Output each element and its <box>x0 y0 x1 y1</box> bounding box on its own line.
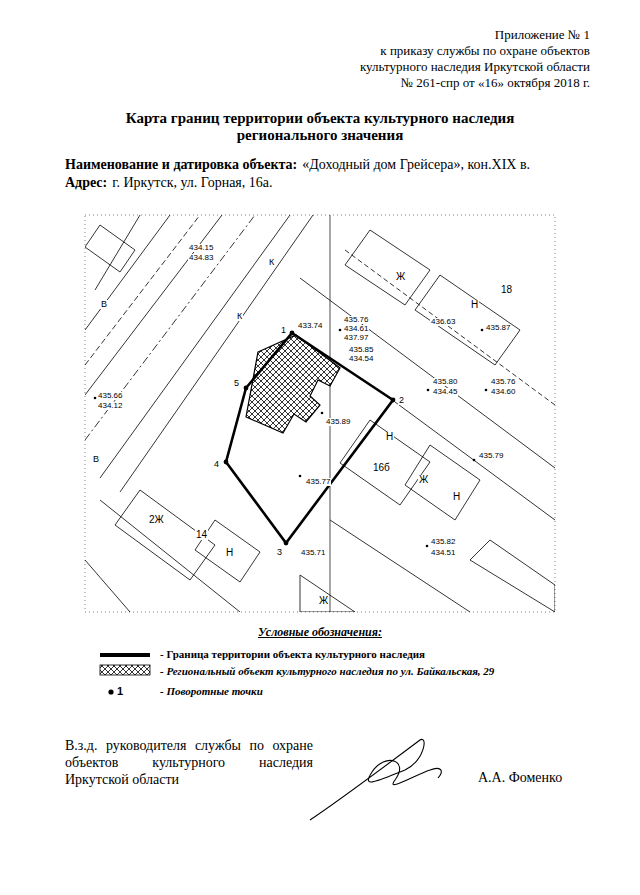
street-line <box>85 215 222 395</box>
map-label: 435.87 <box>485 324 511 332</box>
document-text: к приказу службы по охране объектов <box>380 44 590 59</box>
map-label: 435.76 <box>343 316 369 324</box>
legend-text: - Поворотные точки <box>160 685 263 698</box>
map-label: 435.85 <box>348 346 374 354</box>
map-base <box>85 215 555 612</box>
map-label: К <box>268 258 275 267</box>
map-label: 435.82 <box>430 538 456 546</box>
map-label: 16б <box>372 463 391 473</box>
map-title: Карта границ территории объекта культурн… <box>110 110 530 145</box>
legend-line-sample <box>100 653 150 657</box>
map-label: Ж <box>318 596 329 606</box>
map-label: 14 <box>195 530 208 540</box>
map-label: 18 <box>500 285 513 295</box>
document-text: № 261-спр от «16» октября 2018 г. <box>401 76 590 91</box>
map-label: Ж <box>418 475 429 485</box>
map-label: 434.51 <box>430 549 456 557</box>
document-text: А.А. Фоменко <box>478 770 562 786</box>
document-text: Наименование и датировка объекта: <box>65 157 297 173</box>
street-line <box>85 215 255 440</box>
map-label: 435.71 <box>300 549 326 557</box>
house-outline <box>415 275 520 365</box>
map-label: 4 <box>213 460 220 469</box>
map-label: 2Ж <box>148 515 165 525</box>
signature <box>310 739 441 820</box>
territory-boundary <box>226 333 393 543</box>
map-label: 436.63 <box>430 318 456 326</box>
map-frame <box>85 215 555 612</box>
elevation-dots <box>94 329 488 548</box>
map-label: В <box>100 300 108 309</box>
map-label: Н <box>385 432 394 442</box>
map-label: 5 <box>233 379 240 388</box>
signature-position: В.з.д. руководителя службы по охране объ… <box>65 738 313 788</box>
map-label: 434.45 <box>432 388 458 396</box>
house-outline <box>345 230 430 305</box>
map-label: 434.54 <box>348 355 374 363</box>
map-label: 434.61 <box>343 325 369 333</box>
lot-line <box>300 278 555 468</box>
document-text: г. Иркутск, ул. Горная, 16а. <box>112 175 272 191</box>
lot-line <box>345 250 555 405</box>
map-label: Ж <box>395 272 406 282</box>
house-outline <box>470 540 555 612</box>
house-outline <box>115 490 215 580</box>
map-label: 433.74 <box>297 322 323 330</box>
map-label: Н <box>452 492 461 502</box>
legend-text: - Граница территории объекта культурного… <box>160 648 425 661</box>
map-label: 434.12 <box>97 402 123 410</box>
map-label: К <box>236 312 243 321</box>
lot-line <box>395 402 555 520</box>
map-label: 437.97 <box>343 334 369 342</box>
map-label: 435.77 <box>305 478 331 486</box>
map-label: 435.76 <box>490 378 516 386</box>
street-line <box>85 215 170 330</box>
document-text: Условные обозначения: <box>258 626 382 640</box>
house-outline <box>85 225 135 272</box>
street-line <box>100 215 290 478</box>
lot-line <box>85 560 130 612</box>
house-outline <box>340 420 430 505</box>
map-label: 435.66 <box>97 392 123 400</box>
map-label: 434.15 <box>188 244 214 252</box>
legend-point-number: 1 <box>117 685 123 698</box>
house-outline <box>300 575 355 612</box>
turning-points <box>224 331 396 546</box>
house-outline <box>405 445 480 520</box>
map-label: 434.83 <box>188 254 214 262</box>
legend-point-sample <box>108 689 113 694</box>
map-label: 435.79 <box>478 452 504 460</box>
legend-text: - Региональный объект культурного наслед… <box>160 665 494 678</box>
map-label: Н <box>470 300 479 310</box>
house-outline <box>195 520 260 582</box>
street-line <box>85 215 200 365</box>
map-label: 435.89 <box>325 418 351 426</box>
document-text: «Доходный дом Грейсера», кон.XIX в. <box>302 157 530 173</box>
map-label: 2 <box>398 396 405 405</box>
map-label: 3 <box>276 548 283 557</box>
map-label: 434.60 <box>490 388 516 396</box>
grid-line <box>330 215 331 612</box>
map-label: 435.80 <box>432 378 458 386</box>
map-label: Н <box>225 548 234 558</box>
document-text: Адрес: <box>65 175 107 191</box>
lot-line <box>330 520 470 612</box>
legend-hatch-sample <box>100 665 150 675</box>
document-text: Приложение № 1 <box>495 28 590 43</box>
document-text: культурного наследия Иркутской области <box>360 60 590 75</box>
map-label: В <box>92 455 100 464</box>
map-label: 1 <box>280 326 287 335</box>
